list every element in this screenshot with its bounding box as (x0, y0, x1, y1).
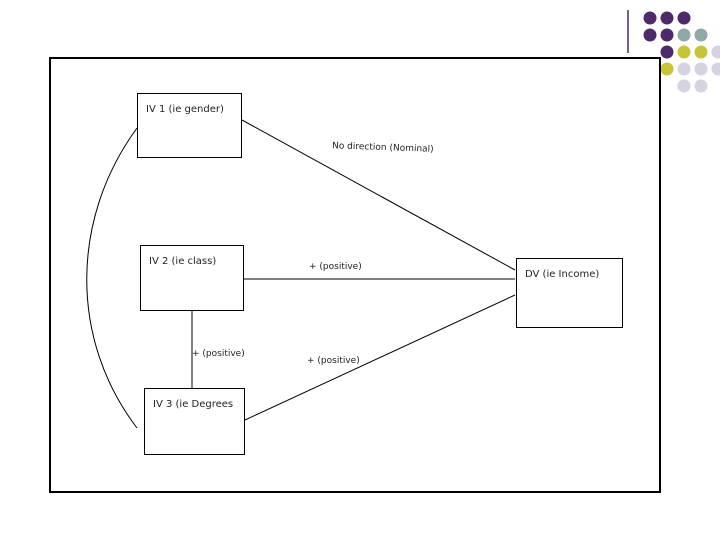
decorative-dot (643, 11, 657, 25)
edge-iv1-dv (241, 119, 516, 271)
node-iv3-label: IV 3 (ie Degrees (153, 399, 234, 410)
decorative-dot (660, 45, 674, 59)
decorative-dot (677, 45, 691, 59)
node-iv1: IV 1 (ie gender) (137, 93, 242, 158)
decorative-dot (660, 28, 674, 42)
decorative-dot (660, 62, 674, 76)
decorative-dot-grid (627, 10, 720, 93)
decorative-dot (677, 79, 691, 93)
node-iv3: IV 3 (ie Degrees (144, 388, 245, 455)
curve-iv1-iv3 (86, 127, 138, 429)
decorative-dot (711, 45, 720, 59)
decorative-dot (711, 62, 720, 76)
edge-label-iv2-iv3: + (positive) (192, 349, 245, 359)
node-iv2-label: IV 2 (ie class) (149, 256, 217, 267)
decorative-dot (694, 62, 708, 76)
decorative-dot (677, 11, 691, 25)
node-dv-label: DV (ie Income) (525, 269, 600, 280)
decorative-dot (643, 28, 657, 42)
edge-label-iv3-dv: + (positive) (307, 356, 360, 366)
decorative-dot (660, 11, 674, 25)
decorative-dot (694, 45, 708, 59)
decorative-dot (677, 62, 691, 76)
node-dv: DV (ie Income) (516, 258, 623, 328)
decorative-dot (694, 28, 708, 42)
node-iv1-label: IV 1 (ie gender) (146, 104, 224, 115)
edge-label-iv2-dv: + (positive) (309, 262, 362, 272)
decorative-dot (677, 28, 691, 42)
decorative-dot (694, 79, 708, 93)
edge-iv3-dv (244, 294, 516, 421)
node-iv2: IV 2 (ie class) (140, 245, 244, 311)
